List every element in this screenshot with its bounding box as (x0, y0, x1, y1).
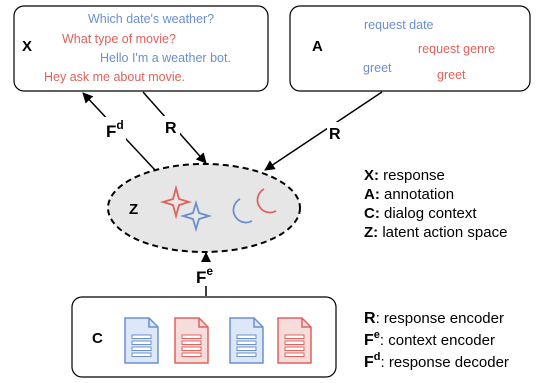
response-line-3: Hello I'm a weather bot. (100, 51, 231, 65)
response-line-2: What type of movie? (62, 32, 176, 46)
legend-top-item: C: dialog context (364, 205, 477, 222)
latent-space-ellipse: Z (107, 163, 301, 253)
latent-space-letter: Z (129, 201, 138, 218)
legend-top-item: X: response (364, 167, 445, 184)
annotation-line-2: request genre (418, 42, 495, 56)
annotation-encoder-arrow (264, 91, 383, 171)
edge-label-r2: R (327, 122, 344, 143)
document-icon-2 (174, 317, 209, 364)
annotation-line-3: greet (363, 61, 392, 75)
context-box-letter: C (92, 330, 103, 347)
legend-bottom-item: R: response encoder (364, 310, 504, 327)
document-icon-1 (124, 317, 159, 364)
context-box: C (71, 296, 337, 378)
blue-star-icon (179, 199, 213, 233)
legend-top-item: A: annotation (364, 186, 454, 203)
annotation-box: A request date request genre greet greet (289, 5, 531, 92)
edge-label-fe: Fe (194, 262, 218, 287)
legend-bottom-item: Fe: context encoder (364, 329, 495, 349)
svg-text:Fd: Fd (106, 118, 124, 141)
annotation-box-letter: A (312, 38, 323, 55)
document-icon-3 (229, 317, 264, 364)
edge-label-fd: Fd (104, 117, 126, 141)
response-line-1: Which date's weather? (88, 12, 214, 26)
legend-top: X: response A: annotation C: dialog contex… (364, 167, 507, 241)
edge-label-r1: R (163, 116, 180, 137)
svg-text:Fe: Fe (196, 264, 213, 287)
annotation-line-1: request date (364, 18, 434, 32)
red-moon-icon (256, 188, 277, 214)
annotation-line-4: greet (437, 68, 466, 82)
red-star-icon (159, 184, 193, 220)
legend-bottom-item: Fd: response decoder (364, 351, 509, 371)
response-box: X Which date's weather? What type of mov… (13, 5, 269, 92)
response-box-letter: X (22, 38, 32, 55)
legend-top-item: Z: latent action space (364, 224, 507, 241)
svg-text:R: R (329, 126, 341, 143)
response-line-4: Hey ask me about movie. (44, 70, 185, 84)
svg-text:R: R (165, 120, 177, 137)
document-icon-4 (277, 317, 312, 364)
blue-moon-icon (232, 198, 253, 224)
